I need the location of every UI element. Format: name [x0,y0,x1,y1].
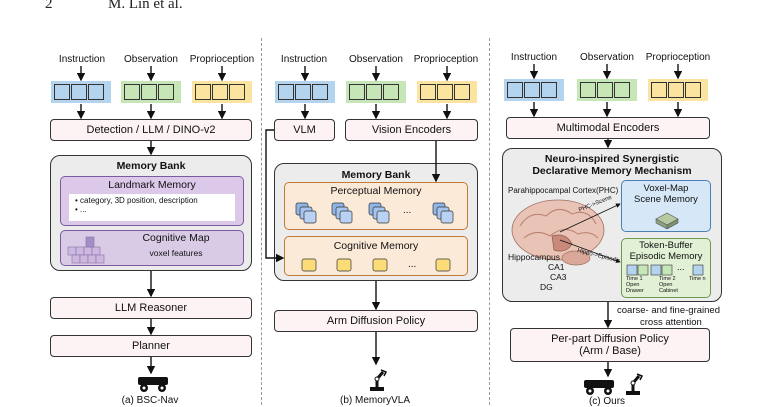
b-cognitive-memory: Cognitive Memory ... [284,236,468,276]
c-time2: Time 2 [659,276,676,282]
c-mechanism-title-1: Neuro-inspired Synergistic [544,153,680,165]
a-llm-reasoner-box: LLM Reasoner [50,297,252,319]
c-attention-text-2: cross attention [640,317,702,328]
brain-icon [511,199,605,266]
b-memory-bank-title: Memory Bank [341,169,411,181]
b-caption: (b) MemoryVLA [339,395,410,406]
perceptual-token-stacks [295,202,454,224]
c-observation-tokens [577,79,637,101]
robot-arm-icon [370,369,388,391]
running-head-authors: M. Lin et al. [108,0,183,12]
c-policy-line-2: (Arm / Base) [579,345,641,357]
a-cognitive-map: Cognitive Map voxel features [60,230,244,266]
b-proprioception-label: Proprioception [413,54,479,65]
a-landmark-item-1: • category, 3D position, description [75,196,198,205]
a-planner-box: Planner [50,335,252,357]
mobile-robot-icon-c [584,380,614,395]
b-vlm-box: VLM [274,119,335,141]
c-policy-box: Per-part Diffusion Policy (Arm / Base) [510,328,710,362]
a-landmark-title: Landmark Memory [108,179,196,191]
a-observation-tokens [121,81,181,103]
voxel-room-icon [655,212,679,229]
c-time1: Time 1 [626,276,643,282]
c-voxel-title-1: Voxel-Map [643,183,689,194]
b-instruction-tokens [275,81,335,103]
a-landmark-memory: Landmark Memory • category, 3D position,… [60,176,244,226]
c-policy-line-1: Per-part Diffusion Policy [551,333,669,345]
c-time1-action: Open Drawer [626,282,644,294]
c-token-episodic-memory: Token-Buffer Episodic Memory ... Time 1 … [621,238,711,298]
c-timen: Time n [689,276,706,282]
c-phc-label: Parahippocampal Cortex(PHC) [508,186,619,195]
a-encoder-box: Detection / LLM / DINO-v2 [50,119,252,141]
b-cognitive-dots: ... [408,259,417,270]
a-observation-label: Observation [124,54,178,65]
c-encoder-box: Multimodal Encoders [506,117,710,139]
c-token-title-2: Episodic Memory [629,251,703,262]
cognitive-token-row [301,258,451,272]
c-voxel-scene-memory: Voxel-Map Scene Memory [621,180,711,232]
c-proprioception-tokens [648,79,708,101]
c-mechanism-title-2: Declarative Memory Mechanism [532,165,692,177]
a-proprioception-label: Proprioception [189,54,255,65]
c-hippocampus-label: Hippocampus [508,252,560,262]
c-time2-action: Open Cabinet [659,282,678,294]
separator-ab [261,38,262,405]
c-token-title-1: Token-Buffer [639,240,693,251]
c-dg-label: DG [540,282,553,292]
a-memory-bank-title: Memory Bank [116,160,186,172]
a-instruction-tokens [51,81,111,103]
a-landmark-list: • category, 3D position, description • .… [69,194,235,221]
b-proprioception-tokens [417,81,477,103]
c-proprioception-label: Proprioception [645,52,711,63]
b-perceptual-dots: ... [403,205,412,216]
c-attention-text-1: coarse- and fine-grained [617,305,720,316]
b-observation-tokens [346,81,406,103]
b-instruction-label: Instruction [280,54,328,65]
episodic-token-row [626,264,704,276]
c-ca1-label: CA1 [548,262,565,272]
b-cognitive-title: Cognitive Memory [333,240,419,252]
page-number: 2 [45,0,53,12]
a-caption: (a) BSC-Nav [121,395,179,406]
b-perceptual-title: Perceptual Memory [330,185,422,197]
c-observation-label: Observation [580,52,634,63]
a-proprioception-tokens [192,81,252,103]
a-cognitive-sub: voxel features [149,248,203,258]
c-instruction-label: Instruction [510,52,558,63]
b-vision-encoders-box: Vision Encoders [345,119,478,141]
mobile-robot-icon [138,377,168,392]
separator-bc [489,38,490,405]
a-landmark-item-2: • ... [75,205,87,214]
c-episodic-dots: ... [677,262,685,272]
a-cognitive-title: Cognitive Map [142,232,210,244]
b-observation-label: Observation [349,54,403,65]
c-voxel-title-2: Scene Memory [634,194,698,205]
b-arm-policy-box: Arm Diffusion Policy [274,310,478,332]
c-instruction-tokens [504,79,564,101]
c-caption: (c) Ours [588,396,626,407]
b-perceptual-memory: Perceptual Memory ... [284,182,468,230]
voxel-grid-icon [67,236,105,264]
c-ca3-label: CA3 [550,272,567,282]
robot-arm-icon-c [626,373,644,395]
a-instruction-label: Instruction [58,54,106,65]
